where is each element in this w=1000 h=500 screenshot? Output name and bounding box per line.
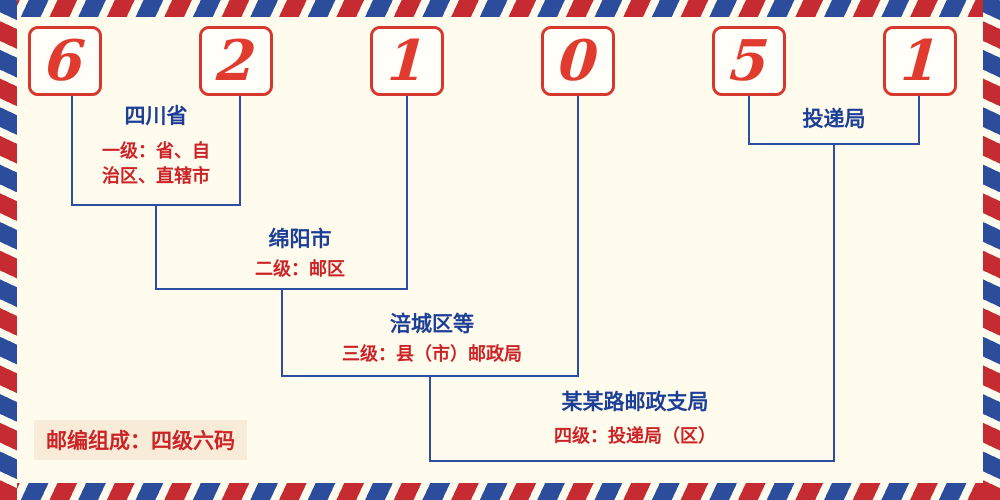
level1-name: 四川省	[124, 105, 188, 128]
level1-desc-line2: 治区、直辖市	[102, 166, 210, 186]
connector-line-level1-left	[71, 96, 73, 206]
level4-name: 某某路邮政支局	[561, 391, 709, 414]
connector-line-level1-bottom	[71, 204, 241, 206]
connector-line-delivery-right	[918, 96, 920, 145]
postcode-digit-6: 1	[898, 28, 942, 94]
connector-line-level3-right	[577, 96, 579, 377]
connector-line-level4-left	[429, 377, 431, 462]
connector-line-level4-right	[833, 145, 835, 462]
postcode-digit-1: 6	[43, 28, 87, 94]
airmail-border-bottom	[0, 483, 1000, 500]
airmail-border-top	[0, 0, 1000, 17]
postcode-digit-box-1: 6	[28, 26, 102, 96]
level2-name: 绵阳市	[268, 228, 332, 251]
level3-name: 涪城区等	[390, 313, 474, 336]
postcode-digit-box-2: 2	[199, 26, 273, 96]
postcode-digit-box-5: 5	[712, 26, 786, 96]
connector-line-level3-bottom	[281, 375, 579, 377]
level2-desc: 二级：邮区	[255, 259, 345, 279]
postcode-composition-note: 邮编组成：四级六码	[34, 420, 247, 460]
postcode-digit-5: 5	[727, 28, 771, 94]
postcode-digit-box-6: 1	[883, 26, 957, 96]
level4-desc: 四级：投递局（区）	[554, 426, 716, 446]
connector-line-level2-right	[406, 96, 408, 290]
postcode-digit-2: 2	[214, 28, 258, 94]
connector-line-level2-left	[155, 206, 157, 290]
delivery-office-name: 投递局	[802, 108, 866, 131]
level3-desc: 三级：县（市）邮政局	[342, 344, 522, 364]
connector-line-delivery-bottom	[748, 143, 920, 145]
level1-desc-line1: 一级：省、自	[102, 141, 210, 161]
connector-line-level4-bottom	[429, 460, 835, 462]
airmail-border-left	[0, 0, 17, 500]
postcode-digit-3: 1	[385, 28, 429, 94]
connector-line-delivery-left	[748, 96, 750, 145]
connector-line-level2-bottom	[155, 288, 408, 290]
connector-line-level3-left	[281, 290, 283, 377]
connector-line-level1-right	[239, 96, 241, 206]
airmail-border-right	[983, 0, 1000, 500]
postcode-digit-box-3: 1	[370, 26, 444, 96]
postcode-digit-box-4: 0	[541, 26, 615, 96]
postcode-digit-4: 0	[556, 28, 600, 94]
